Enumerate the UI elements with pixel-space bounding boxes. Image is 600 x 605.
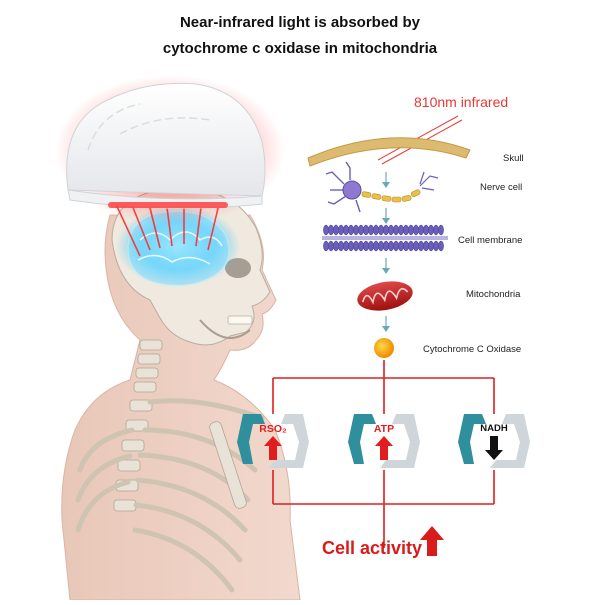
membrane-lipid xyxy=(388,240,394,252)
glowing-brain xyxy=(116,206,240,287)
marker-badge-nadh xyxy=(458,414,530,468)
title-line-1: Near-infrared light is absorbed by xyxy=(179,14,421,31)
axon xyxy=(361,189,421,203)
membrane-lipid xyxy=(338,240,344,252)
cell-activity-up-arrow xyxy=(420,526,444,556)
badge-label-nadh: NADH xyxy=(480,423,508,434)
membrane-lipid xyxy=(398,240,404,252)
skull-layer-arc xyxy=(307,137,471,167)
membrane-lipid xyxy=(383,224,389,236)
membrane-lipid xyxy=(348,240,354,252)
membrane-lipid xyxy=(363,224,369,236)
membrane-lipid xyxy=(328,240,334,252)
membrane-lipid xyxy=(433,240,439,252)
membrane-lipid xyxy=(418,240,424,252)
membrane-lipid xyxy=(328,224,334,236)
membrane-lipid xyxy=(403,240,409,252)
membrane-lipid xyxy=(338,224,344,236)
membrane-lipid xyxy=(353,224,359,236)
teeth xyxy=(227,315,253,325)
membrane-lipid xyxy=(378,240,384,252)
label-cell-membrane: Cell membrane xyxy=(458,235,523,246)
membrane-lipid xyxy=(323,240,329,252)
membrane-lipid xyxy=(403,224,409,236)
membrane-lipid xyxy=(368,240,374,252)
membrane-lipid xyxy=(373,240,379,252)
membrane-lipid xyxy=(413,240,419,252)
membrane-lipid xyxy=(418,224,424,236)
badge-label-rso2: RSO₂ xyxy=(259,423,287,435)
membrane-lipid xyxy=(393,240,399,252)
membrane-lipid xyxy=(358,240,364,252)
marker-badge-atp xyxy=(348,414,420,468)
nerve-cell-illustration xyxy=(325,161,439,213)
membrane-lipid xyxy=(348,224,354,236)
membrane-lipid xyxy=(423,240,429,252)
membrane-lipid xyxy=(408,240,414,252)
membrane-lipid xyxy=(413,224,419,236)
label-skull: Skull xyxy=(503,153,524,164)
membrane-lipid xyxy=(428,224,434,236)
cytochrome-sphere xyxy=(374,338,394,358)
cell-activity-label: Cell activity xyxy=(322,538,423,558)
membrane-lipid xyxy=(433,224,439,236)
membrane-lipid xyxy=(343,240,349,252)
membrane-lipid xyxy=(378,224,384,236)
membrane-lipid xyxy=(343,224,349,236)
jaw-bone xyxy=(199,319,251,339)
sternum xyxy=(209,421,247,509)
marker-badge-rso xyxy=(237,414,309,468)
membrane-lipid xyxy=(363,240,369,252)
membrane-lipid xyxy=(438,224,444,236)
membrane-lipid xyxy=(373,224,379,236)
badge-label-atp: ATP xyxy=(373,423,395,435)
membrane-lipid xyxy=(333,240,339,252)
membrane-lipid xyxy=(408,224,414,236)
label-mitochondria: Mitochondria xyxy=(466,289,521,300)
label-nerve-cell: Nerve cell xyxy=(480,182,523,193)
rib-cage xyxy=(75,398,265,593)
membrane-lipid xyxy=(323,224,329,236)
branch-connectors xyxy=(272,360,495,548)
infrared-label: 810nm infrared xyxy=(414,94,509,110)
membrane-lipid xyxy=(393,224,399,236)
membrane-lipid xyxy=(388,224,394,236)
membrane-lipid xyxy=(353,240,359,252)
pathway-arrows xyxy=(382,172,390,332)
membrane-lipid xyxy=(383,240,389,252)
helmet-device xyxy=(55,75,285,225)
membrane-lipid xyxy=(438,240,444,252)
membrane-lipid xyxy=(368,224,374,236)
label-cytochrome: Cytochrome C Oxidase xyxy=(423,344,522,355)
title-line-2: cytochrome c oxidase in mitochondria xyxy=(162,40,438,57)
mitochondria-illustration xyxy=(357,281,413,311)
membrane-lipid xyxy=(398,224,404,236)
membrane-lipid xyxy=(428,240,434,252)
cell-membrane-illustration xyxy=(322,224,448,252)
spine xyxy=(113,339,163,512)
membrane-lipid xyxy=(358,224,364,236)
marker-badges xyxy=(237,414,530,468)
membrane-lipid xyxy=(333,224,339,236)
membrane-lipid xyxy=(423,224,429,236)
